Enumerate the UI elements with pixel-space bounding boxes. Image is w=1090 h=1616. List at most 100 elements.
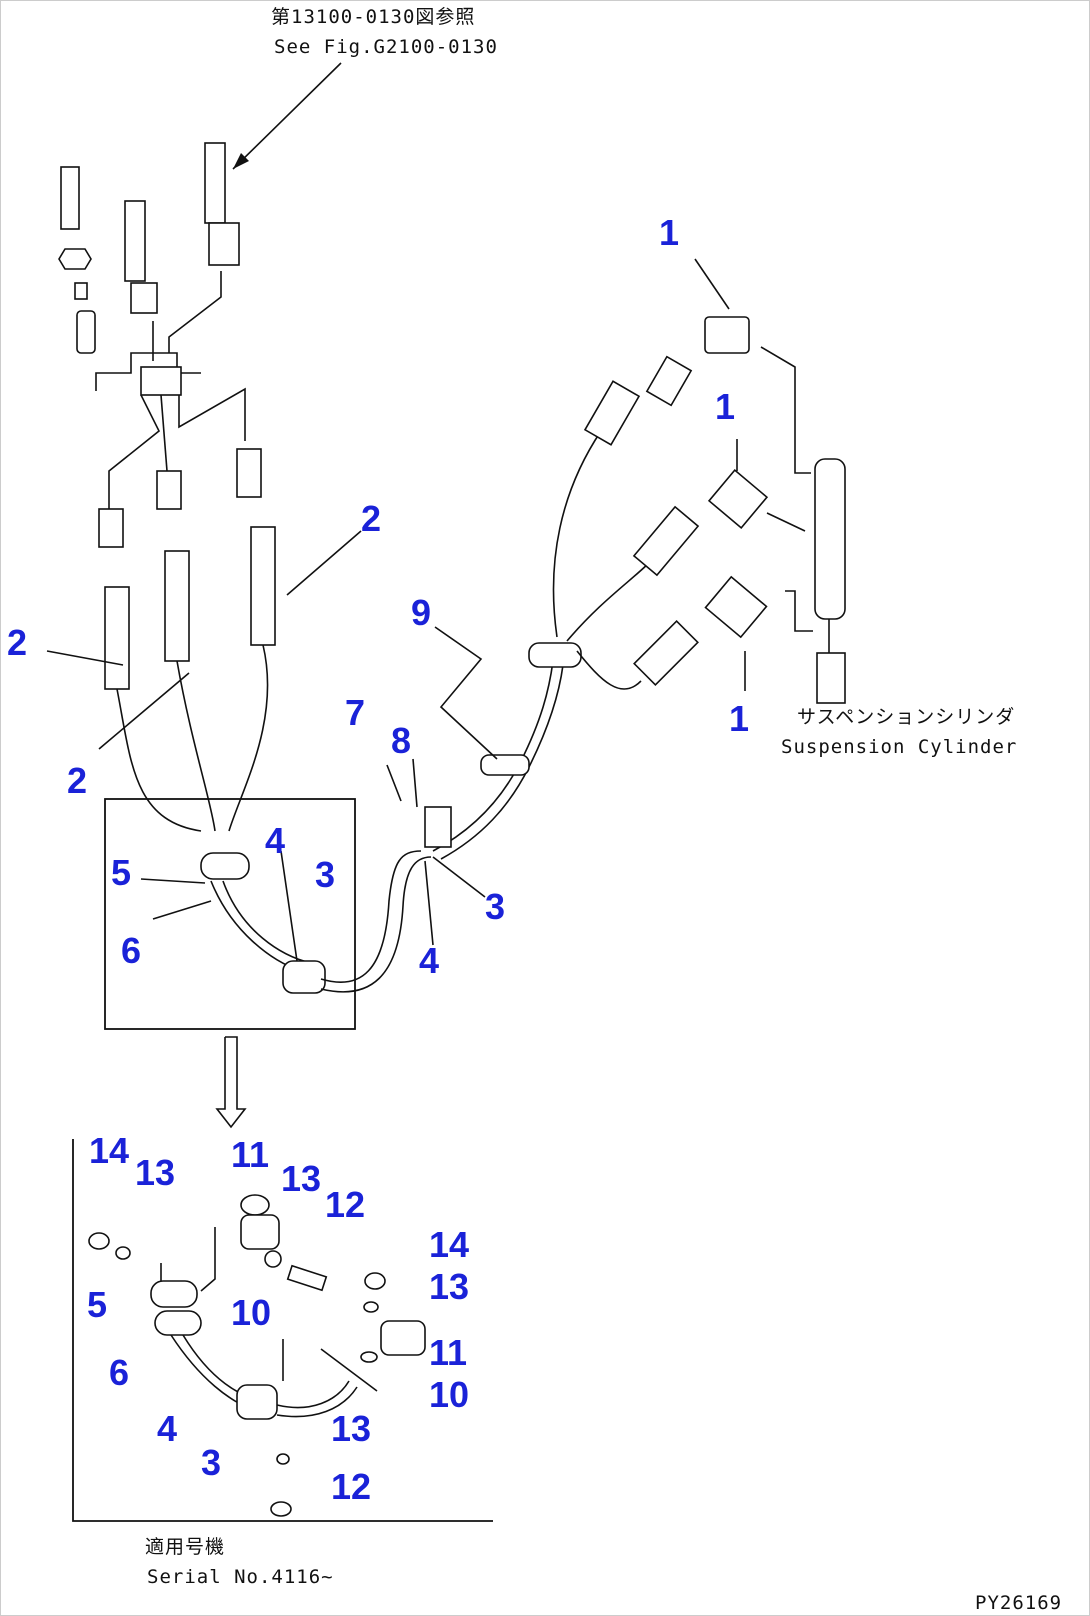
- callout-14: 14: [429, 1224, 469, 1265]
- fitting: [130, 282, 158, 314]
- callout-4: 4: [419, 940, 439, 981]
- fitting: [74, 282, 88, 300]
- hose-end: [583, 380, 641, 446]
- washer-13: [363, 1301, 379, 1313]
- nut-14: [364, 1272, 386, 1290]
- callout-5: 5: [111, 852, 131, 893]
- callout-2: 2: [361, 498, 381, 539]
- fitting-body: [76, 310, 96, 354]
- nut-14: [88, 1232, 110, 1250]
- callout-13: 13: [331, 1408, 371, 1449]
- top-reference-jp: 第13100-0130図参照: [271, 6, 475, 28]
- hose-line: [566, 560, 652, 642]
- hose-line: [320, 850, 422, 984]
- callout-11: 11: [231, 1134, 269, 1175]
- drawing-id: PY26169: [975, 1592, 1062, 1614]
- callout-leaders: [46, 258, 746, 962]
- clamp-6: [154, 1310, 202, 1336]
- callout-3: 3: [485, 886, 505, 927]
- clamp-5: [150, 1280, 198, 1308]
- callout-12: 12: [331, 1466, 371, 1507]
- clamp-9: [528, 642, 582, 668]
- reference-leader: [232, 62, 342, 170]
- clamp: [200, 852, 250, 880]
- line: [168, 271, 222, 353]
- inset-contents: [88, 1194, 426, 1517]
- callout-9: 9: [411, 592, 431, 633]
- left-hose-group: [58, 142, 276, 832]
- cylinder-label-en: Suspension Cylinder: [781, 736, 1017, 758]
- callout-4: 4: [265, 820, 285, 861]
- hose-line: [552, 430, 602, 638]
- bolt-12: [270, 1501, 292, 1517]
- serial-label-en: Serial No.4116~: [147, 1566, 334, 1588]
- line: [200, 1227, 216, 1292]
- callout-6: 6: [109, 1352, 129, 1393]
- elbow: [707, 469, 769, 529]
- hose-end: [633, 620, 699, 686]
- hose-end: [204, 142, 226, 224]
- fitting: [645, 355, 693, 407]
- fitting: [208, 222, 240, 266]
- fitting: [98, 508, 124, 548]
- nut: [58, 248, 92, 270]
- callout-4: 4: [157, 1408, 177, 1449]
- cylinder-end: [816, 652, 846, 704]
- hose-line: [276, 1386, 358, 1418]
- line: [766, 512, 806, 532]
- fitting: [236, 448, 262, 498]
- callout-2: 2: [67, 760, 87, 801]
- callout-1: 1: [715, 386, 735, 427]
- callout-3: 3: [315, 854, 335, 895]
- elbow: [704, 316, 750, 354]
- washer-13: [264, 1250, 282, 1268]
- callout-2: 2: [7, 622, 27, 663]
- bracket: [424, 806, 452, 848]
- hose-2: [164, 550, 190, 662]
- hose-line: [176, 660, 216, 832]
- callout-3: 3: [201, 1442, 221, 1483]
- elbow: [704, 575, 768, 639]
- cylinder-label-jp: サスペンションシリンダ: [797, 706, 1015, 728]
- callout-10: 10: [231, 1292, 271, 1333]
- hose-2: [250, 526, 276, 646]
- reference-arrowhead: [233, 153, 249, 169]
- detail-box: [104, 798, 356, 1030]
- callout-1: 1: [659, 212, 679, 253]
- callout-11: 11: [429, 1332, 467, 1373]
- hose-line: [276, 1380, 350, 1409]
- clamp-10: [380, 1320, 426, 1356]
- hose-2: [104, 586, 130, 690]
- hose-line: [222, 880, 312, 964]
- callout-13: 13: [429, 1266, 469, 1307]
- callout-13: 13: [135, 1152, 175, 1193]
- right-hose-group: [424, 316, 846, 860]
- hose-line: [576, 650, 642, 690]
- detail-box-contents: [200, 850, 432, 994]
- callout-14: 14: [89, 1130, 129, 1171]
- hose-end: [632, 505, 700, 577]
- fitting: [156, 470, 182, 510]
- callout-6: 6: [121, 930, 141, 971]
- line: [108, 394, 161, 509]
- line: [160, 394, 168, 472]
- callout-13: 13: [281, 1158, 321, 1199]
- callout-12: 12: [325, 1184, 365, 1225]
- callout-5: 5: [87, 1284, 107, 1325]
- clamp-9: [480, 754, 530, 776]
- callout-8: 8: [391, 720, 411, 761]
- top-reference-en: See Fig.G2100-0130: [274, 36, 498, 58]
- hose-end: [60, 166, 80, 230]
- washer-13: [115, 1246, 131, 1260]
- hose-line: [320, 856, 432, 993]
- line: [320, 1348, 378, 1392]
- bolt-12: [286, 1264, 328, 1292]
- inset-frame: [72, 1139, 493, 1522]
- serial-label-jp: 適用号機: [145, 1536, 225, 1558]
- tee-block: [140, 366, 182, 396]
- cylinder-body: [814, 458, 846, 620]
- hose-end: [124, 200, 146, 282]
- washer-13: [360, 1351, 378, 1363]
